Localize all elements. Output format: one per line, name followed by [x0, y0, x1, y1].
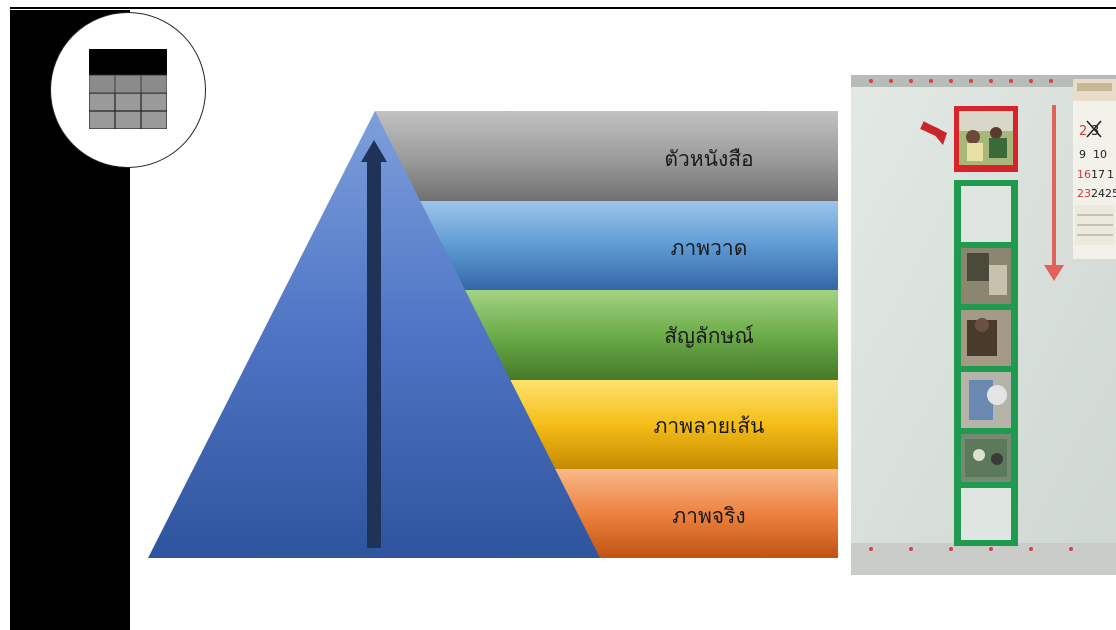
arrow-up-icon	[361, 140, 387, 162]
svg-text:25: 25	[1105, 187, 1116, 200]
grid-logo-icon	[89, 49, 167, 129]
band-level-1	[375, 111, 838, 201]
classroom-photo: 2 3 9 10 16 17 1 23 24 25	[851, 75, 1116, 575]
svg-text:2: 2	[1079, 124, 1087, 139]
logo-circle	[50, 12, 206, 168]
level-label-5: ภาพจริง	[672, 504, 746, 528]
level-label-2: ภาพวาด	[670, 236, 748, 260]
photo-drawing: 2 3 9 10 16 17 1 23 24 25	[851, 75, 1116, 575]
svg-text:24: 24	[1091, 187, 1105, 200]
current-activity-card	[954, 106, 1018, 172]
level-label-1: ตัวหนังสือ	[664, 147, 754, 171]
svg-text:1: 1	[1107, 168, 1114, 181]
level-label-4: ภาพลายเส้น	[653, 414, 765, 438]
red-pointer-arrow-icon	[920, 121, 947, 145]
svg-text:10: 10	[1093, 148, 1107, 161]
svg-text:9: 9	[1079, 148, 1086, 161]
calendar: 2 3 9 10 16 17 1 23 24 25	[1073, 79, 1116, 259]
level-label-3: สัญลักษณ์	[664, 324, 754, 348]
down-arrow-icon	[1044, 105, 1064, 281]
svg-text:3: 3	[1091, 124, 1099, 139]
svg-text:23: 23	[1077, 187, 1091, 200]
svg-text:17: 17	[1091, 168, 1105, 181]
svg-text:16: 16	[1077, 168, 1091, 181]
schedule-strip	[954, 180, 1018, 546]
top-border-line	[10, 7, 1116, 9]
arrow-shaft	[367, 158, 381, 548]
